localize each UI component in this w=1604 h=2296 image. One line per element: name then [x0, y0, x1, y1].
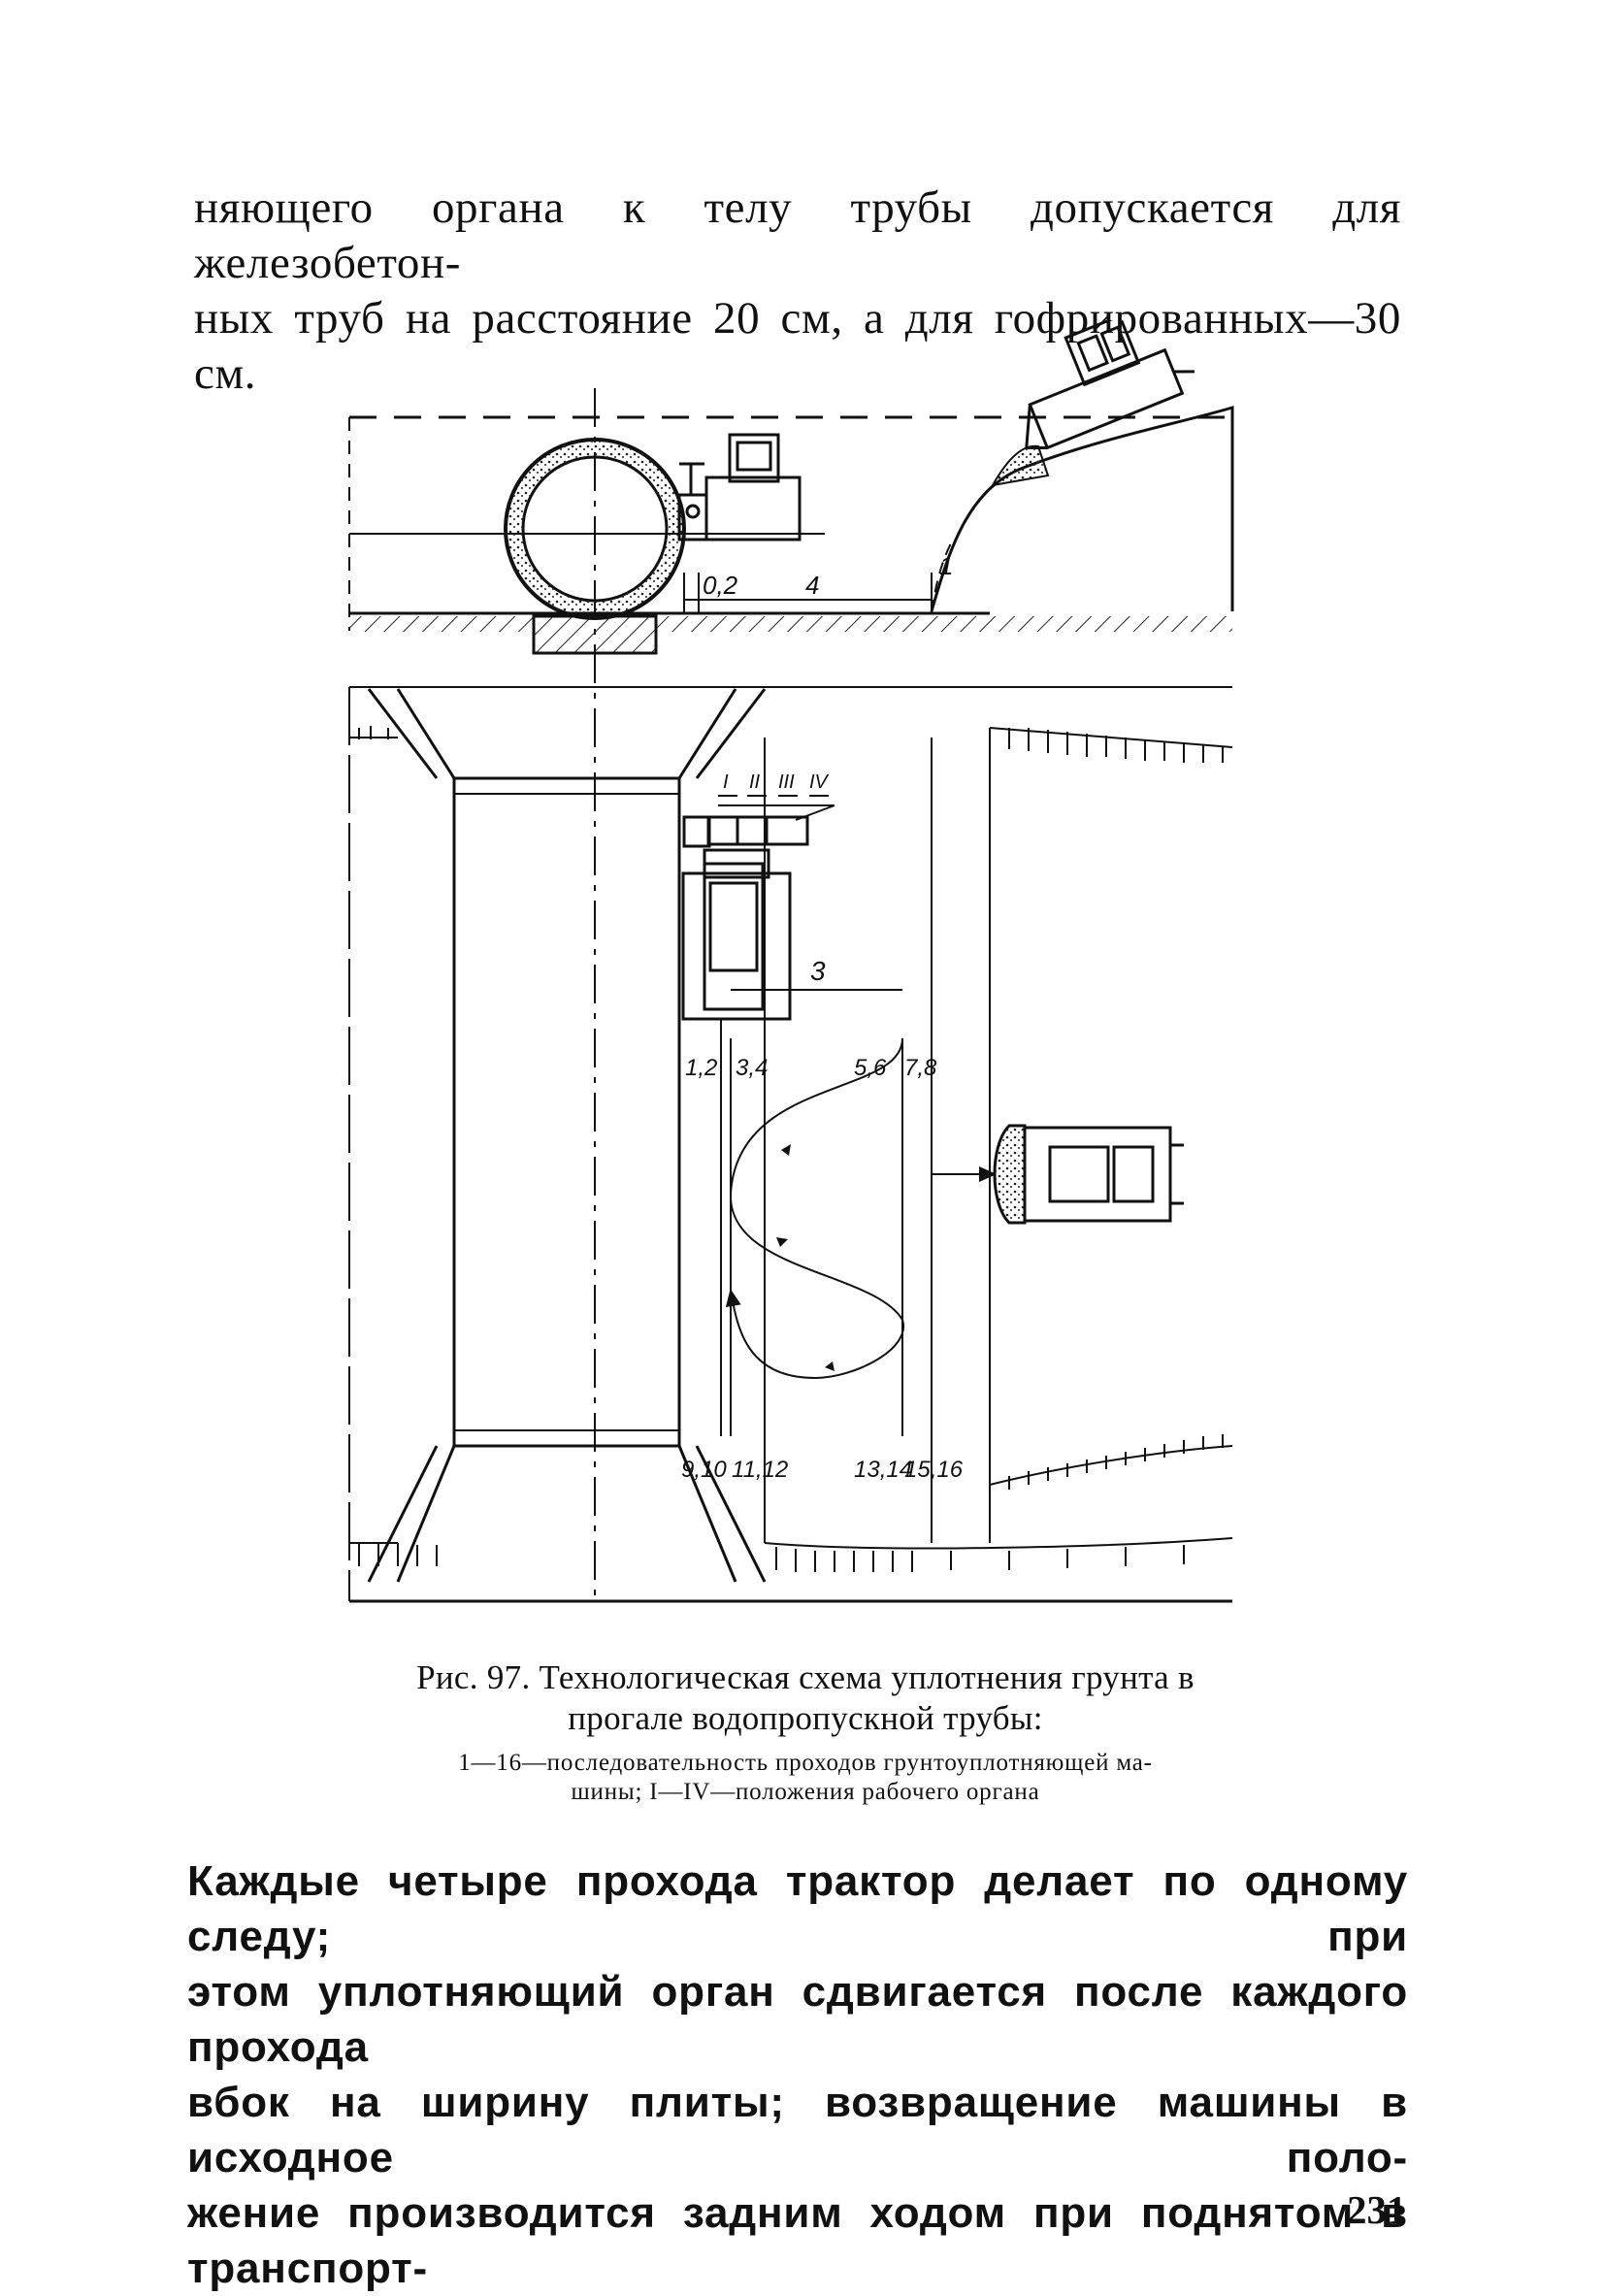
page-number: 231: [1347, 2187, 1407, 2232]
pass-labels-top: 1,2 3,4 5,6 7,8: [685, 1055, 937, 1081]
position-label: IV: [809, 771, 830, 793]
turning-path: [725, 1037, 905, 1380]
text-line: ных труб на расстояние 20 см, а для гофр…: [194, 293, 1401, 399]
figure-97-diagram: 0,2 4 1: [348, 320, 1234, 1603]
position-label: III: [778, 771, 795, 793]
bulldozer-soil-plan: [993, 1124, 1027, 1225]
trench-line-label: 1: [939, 551, 953, 580]
caption-title-line: Рис. 97. Технологическая схема уплотнени…: [416, 1658, 1195, 1696]
pass-label: 13,14: [854, 1457, 912, 1483]
caption-title: Рис. 97. Технологическая схема уплотнени…: [349, 1657, 1261, 1739]
pass-label: 1,2: [685, 1055, 717, 1081]
compactor-tractor-side: [677, 433, 802, 541]
pass-labels-bottom: 9,10 11,12 13,14 15,16: [681, 1457, 964, 1483]
pass-label: 3,4: [736, 1055, 768, 1081]
figure-caption: Рис. 97. Технологическая схема уплотнени…: [349, 1657, 1261, 1807]
top-paragraph: няющего органа к телу трубы допускается …: [194, 180, 1401, 402]
caption-legend-line: шины; I—IV—положения рабочего органа: [571, 1779, 1040, 1805]
caption-legend-line: 1—16—последовательность проходов грунтоу…: [458, 1750, 1153, 1776]
compactor-tractor-plan: [681, 815, 809, 1021]
ground-hatching: [349, 616, 534, 632]
trench-dashed-slope: [931, 542, 952, 612]
position-markers: [718, 795, 835, 821]
caption-title-line: прогале водопропускной трубы:: [568, 1699, 1043, 1737]
position-labels: I II III IV: [723, 771, 830, 793]
bulldozer-side: [1025, 320, 1195, 450]
pass-label: 15,16: [904, 1457, 964, 1483]
section-view: [348, 320, 1234, 1601]
pass-label: 5,6: [854, 1055, 887, 1081]
pipe-foundation: [532, 614, 658, 655]
plan-view: [348, 686, 1233, 1603]
text-line: вбок на ширину плиты; возвращение машины…: [187, 2079, 1408, 2181]
bottom-paragraph: Каждые четыре прохода трактор делает по …: [187, 1853, 1408, 2296]
bulldozer-plan: [932, 1124, 1184, 1225]
position-label: II: [749, 771, 761, 793]
text-line: Каждые четыре прохода трактор делает по …: [187, 1857, 1408, 1960]
caption-legend: 1—16—последовательность проходов грунтоу…: [349, 1749, 1261, 1807]
pass-label: 11,12: [732, 1457, 788, 1483]
position-label: I: [723, 771, 729, 793]
pipe-plan: [452, 776, 681, 1448]
bulldozer-soil-pile: [991, 444, 1050, 487]
pipe-headwall-bottom: [367, 1445, 767, 1583]
text-line: жение производится задним ходом при подн…: [187, 2189, 1408, 2292]
text-line: няющего органа к телу трубы допускается …: [194, 182, 1401, 288]
ground-ticks: [358, 726, 1224, 1572]
text-line: этом уплотняющий орган сдвигается после …: [187, 1968, 1408, 2071]
pass-label: 9,10: [681, 1457, 727, 1483]
dimension-label-gap: 0,2: [703, 571, 738, 600]
pass-label: 7,8: [904, 1055, 937, 1081]
pipe-headwall-top: [367, 688, 767, 779]
pass-width-label: 3: [810, 956, 826, 986]
dimension-label-width: 4: [805, 571, 819, 600]
embankment-slope: [930, 405, 1234, 612]
